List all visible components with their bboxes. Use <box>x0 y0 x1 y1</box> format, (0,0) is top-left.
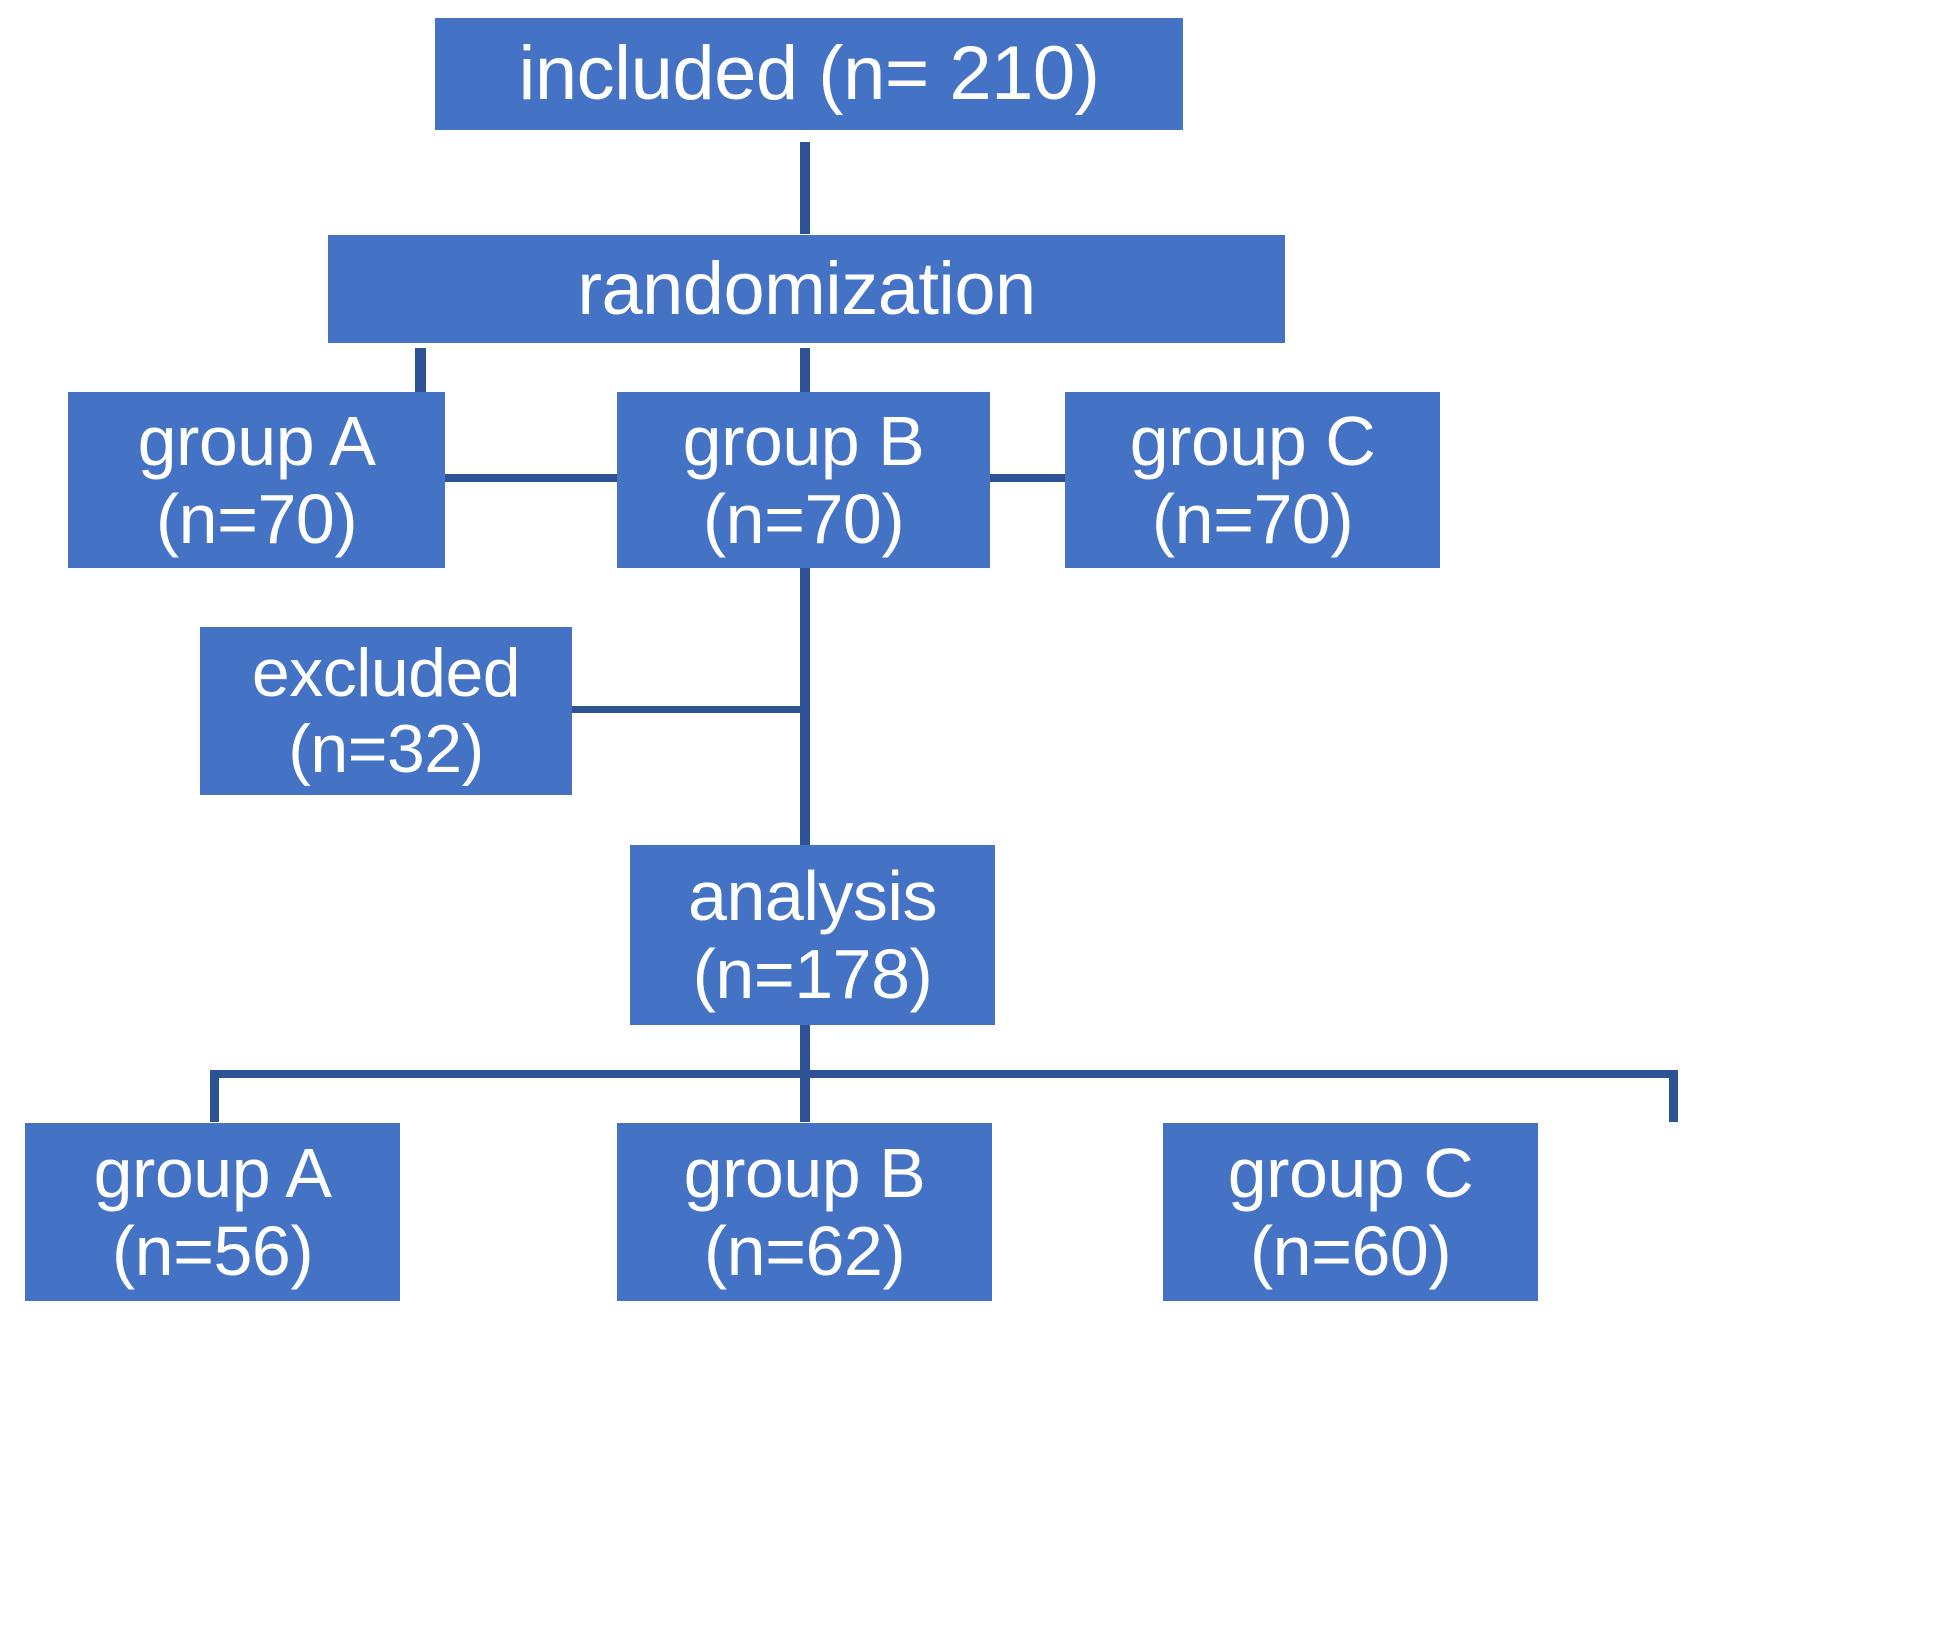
node-analysis-count: (n=178) <box>692 935 933 1013</box>
connector-bus-to-group-a-analyzed <box>210 1070 219 1122</box>
node-group-b-allocated-label: group B <box>682 401 925 480</box>
node-group-c-analyzed[interactable]: group C (n=60) <box>1163 1123 1538 1301</box>
connector-randomization-to-group-b <box>800 348 810 394</box>
node-group-b-allocated[interactable]: group B (n=70) <box>617 392 990 568</box>
node-group-c-allocated[interactable]: group C (n=70) <box>1065 392 1440 568</box>
connector-bottom-horizontal-bus <box>210 1070 1678 1078</box>
node-randomization-line1: randomization <box>577 246 1036 330</box>
node-group-b-analyzed-label: group B <box>683 1133 926 1212</box>
node-group-a-analyzed[interactable]: group A (n=56) <box>25 1123 400 1301</box>
connector-group-a-to-group-b <box>445 474 619 482</box>
node-included-line1: included (n= 210) <box>518 31 1100 117</box>
node-randomization[interactable]: randomization <box>328 235 1285 343</box>
node-group-a-analyzed-count: (n=56) <box>111 1212 314 1290</box>
node-group-b-analyzed[interactable]: group B (n=62) <box>617 1123 992 1301</box>
node-group-c-allocated-label: group C <box>1129 401 1376 480</box>
node-group-b-analyzed-count: (n=62) <box>703 1212 906 1290</box>
node-analysis[interactable]: analysis (n=178) <box>630 845 995 1025</box>
node-excluded-count: (n=32) <box>288 711 484 787</box>
connector-bus-to-group-b-analyzed <box>800 1070 810 1122</box>
node-excluded-label: excluded <box>251 634 521 711</box>
node-excluded[interactable]: excluded (n=32) <box>200 627 572 795</box>
node-included[interactable]: included (n= 210) <box>435 18 1183 130</box>
node-group-c-analyzed-label: group C <box>1227 1133 1474 1212</box>
connector-excluded-to-spine <box>572 706 804 713</box>
connector-included-to-randomization <box>800 142 810 234</box>
node-group-c-allocated-count: (n=70) <box>1151 480 1354 558</box>
node-group-a-allocated[interactable]: group A (n=70) <box>68 392 445 568</box>
connector-randomization-to-group-a <box>415 348 426 394</box>
node-group-c-analyzed-count: (n=60) <box>1249 1212 1452 1290</box>
connector-group-b-to-group-c <box>990 474 1067 482</box>
connector-group-b-to-analysis <box>800 568 810 848</box>
node-group-a-analyzed-label: group A <box>93 1133 332 1212</box>
node-analysis-label: analysis <box>688 856 937 935</box>
node-group-a-allocated-label: group A <box>137 401 376 480</box>
node-group-a-allocated-count: (n=70) <box>155 480 358 558</box>
connector-bus-to-group-c-analyzed <box>1669 1070 1678 1122</box>
node-group-b-allocated-count: (n=70) <box>702 480 905 558</box>
